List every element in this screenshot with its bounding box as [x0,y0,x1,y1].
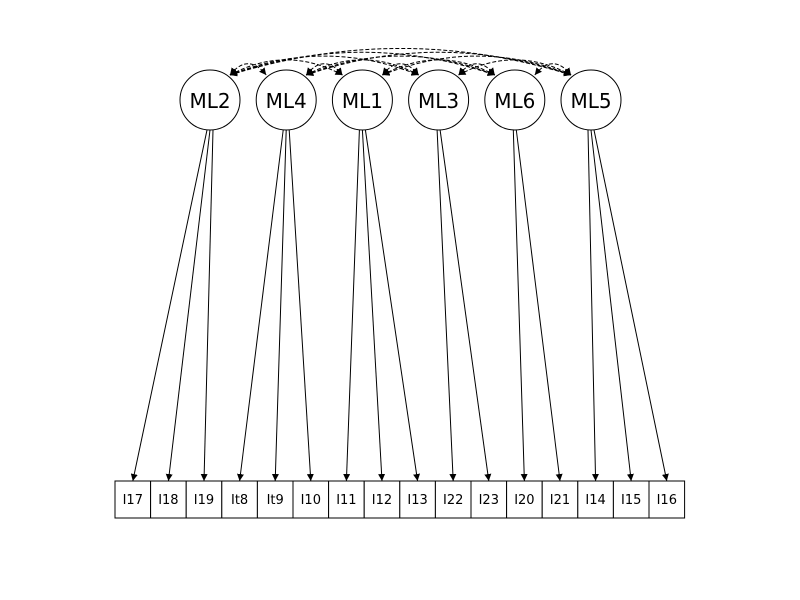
correlation-arc-ml2-ml3 [229,55,419,76]
item-node-i19: I19 [185,480,223,519]
item-box [470,480,508,519]
correlation-arc-ml4-ml5 [306,51,572,77]
item-boxes: I17 I18 I19 It8 It9 I10 I11 I12 I13 I22 I23 I20 I21 I… [114,480,686,519]
item-box [648,480,686,519]
item-label: I12 [372,493,392,508]
item-label: It9 [267,493,284,508]
item-label: I17 [123,493,143,508]
item-box [256,480,294,519]
item-node-i20: I20 [506,480,543,519]
factor-node-ml2: ML2 [179,69,241,131]
correlation-arc-ml2-ml6 [229,51,495,77]
loading-arrow-ml5-i16 [593,129,669,482]
item-label: I13 [407,493,427,508]
loading-arrow-ml4-it8 [236,129,284,482]
correlation-arcs [229,48,572,77]
item-label: I21 [550,493,570,508]
item-box [150,480,187,519]
factor-label: ML6 [494,89,535,113]
loading-arrow-ml3-i23 [439,129,492,482]
loading-arrow-ml6-i21 [515,129,563,482]
loading-arrows [130,129,669,482]
loading-arrow-ml3-i22 [436,129,457,482]
factor-node-ml4: ML4 [255,69,317,131]
loading-arrow-ml5-i15 [590,129,634,482]
item-box [114,480,152,519]
item-label: I23 [479,493,499,508]
loading-arrow-ml2-i18 [165,129,211,482]
item-node-i18: I18 [150,480,187,519]
loading-arrow-ml2-i17 [130,129,208,482]
item-node-i15: I15 [612,480,650,519]
factor-circle [484,69,546,131]
factor-label: ML2 [189,89,230,113]
item-box [292,480,330,519]
factor-circle [255,69,317,131]
item-box [541,480,579,519]
loading-arrow-ml4-i10 [288,129,314,482]
loading-arrow-ml4-it9 [271,129,287,482]
factor-node-ml3: ML3 [408,69,470,131]
item-box [434,480,472,519]
item-node-it9: It9 [256,480,294,519]
item-node-i12: I12 [363,480,401,519]
item-node-i13: I13 [399,480,436,519]
item-label: I14 [585,493,605,508]
item-box [221,480,258,519]
item-box [506,480,543,519]
factor-circle [179,69,241,131]
factor-circle [331,69,393,131]
factor-node-ml6: ML6 [484,69,546,131]
item-label: I18 [158,493,178,508]
item-node-it8: It8 [221,480,258,519]
loading-arrow-ml1-i13 [364,129,421,482]
item-label: I22 [443,493,463,508]
item-node-i23: I23 [470,480,508,519]
factor-node-ml1: ML1 [331,69,393,131]
item-node-i17: I17 [114,480,152,519]
item-label: I10 [301,493,321,508]
factor-label: ML1 [342,89,383,113]
item-box [363,480,401,519]
item-node-i21: I21 [541,480,579,519]
item-node-i14: I14 [577,480,614,519]
factor-circle [560,69,622,131]
item-node-i11: I11 [328,480,365,519]
item-label: I15 [621,493,641,508]
loading-arrow-ml1-i11 [343,129,360,482]
loading-arrow-ml5-i14 [587,129,599,482]
factor-label: ML5 [570,89,611,113]
item-label: I20 [514,493,534,508]
factor-label: ML3 [418,89,459,113]
item-label: I16 [657,493,677,508]
factor-node-ml5: ML5 [560,69,622,131]
loading-arrow-ml6-i20 [512,129,528,482]
factor-circle [408,69,470,131]
loading-arrow-ml2-i19 [200,129,214,482]
factor-nodes: ML2 ML4 ML1 ML3 ML6 ML5 [179,69,622,131]
item-label: I19 [194,493,214,508]
correlation-arc-ml6-ml5 [534,63,572,76]
item-node-i10: I10 [292,480,330,519]
item-label: I11 [336,493,356,508]
loading-arrow-ml1-i12 [361,129,386,482]
correlation-arc-ml4-ml6 [306,55,495,76]
item-label: It8 [231,493,248,508]
item-node-i22: I22 [434,480,472,519]
factor-label: ML4 [266,89,307,113]
correlation-arc-ml1-ml5 [382,55,572,76]
item-node-i16: I16 [648,480,686,519]
